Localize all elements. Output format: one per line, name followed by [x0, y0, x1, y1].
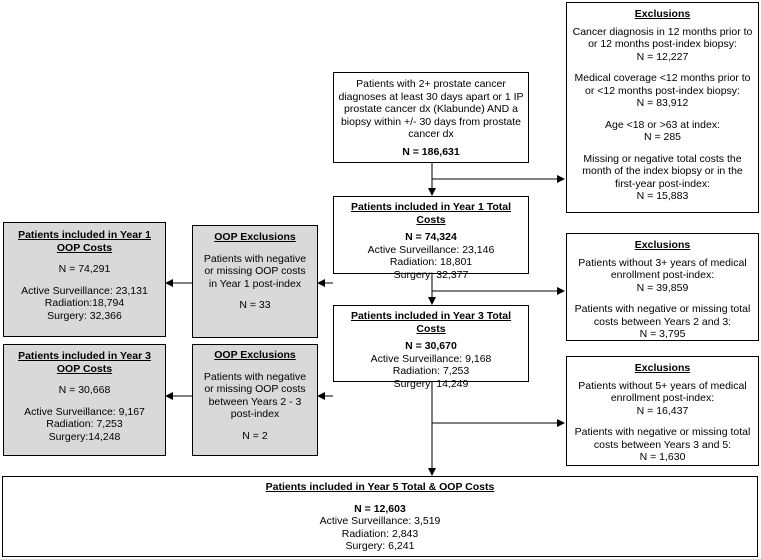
- excl1-item3-line1: Age <18 or >63 at index:: [604, 118, 720, 131]
- excl2-item2-line2: costs between Years 2 and 3:: [593, 315, 732, 328]
- exclusions-2-title: Exclusions: [634, 239, 691, 251]
- excl3-item2-line2: costs between Years 3 and 5:: [593, 438, 732, 451]
- excl2-item1-n: N = 39,859: [636, 281, 689, 294]
- main-line-2: diagnoses at least 30 days apart or 1 IP: [338, 90, 524, 103]
- year1-total-rad: Radiation: 18,801: [389, 256, 473, 268]
- year1-total-surg: Surgery: 32,377: [393, 268, 469, 281]
- year1-total-costs-box: Patients included in Year 1 Total Costs …: [333, 196, 529, 281]
- exclusions-box-3: Exclusions Patients without 5+ years of …: [566, 356, 759, 466]
- oop2-line1: Patients with negative: [203, 370, 307, 383]
- main-cohort-box: Patients with 2+ prostate cancer diagnos…: [333, 72, 529, 163]
- exclusions-box-1: Exclusions Cancer diagnosis in 12 months…: [566, 2, 759, 213]
- excl1-item2-line2: or <12 months post-index biopsy:: [585, 84, 740, 97]
- oop1-line1: Patients with negative: [203, 252, 307, 265]
- year5-n: N = 12,603: [354, 502, 406, 515]
- year3-oop-title-1: Patients included in Year 3: [18, 350, 151, 362]
- oop2-line4: post-index: [230, 408, 280, 420]
- main-n: N = 186,631: [402, 145, 460, 158]
- year3-oop-title-2: OOP Costs: [56, 362, 113, 375]
- year3-total-as: Active Surveillance: 9,168: [370, 352, 492, 365]
- year3-oop-costs-box: Patients included in Year 3 OOP Costs N …: [3, 344, 166, 456]
- year5-rad: Radiation: 2,843: [341, 527, 419, 540]
- excl1-item4-n: N = 15,883: [636, 190, 689, 202]
- year1-oop-surg: Surgery: 32,366: [47, 309, 122, 322]
- oop1-line3: in Year 1 post-index: [208, 277, 302, 290]
- oop1-line2: or missing OOP costs: [204, 265, 306, 277]
- year5-costs-box: Patients included in Year 5 Total & OOP …: [2, 476, 758, 557]
- year1-oop-n: N = 74,291: [58, 263, 111, 275]
- excl1-item2-line1: Medical coverage <12 months prior to: [574, 72, 751, 84]
- excl1-item2-n: N = 83,912: [636, 97, 689, 109]
- excl1-item1-line1: Cancer diagnosis in 12 months prior to: [572, 25, 753, 38]
- oop-exclusions-box-2: OOP Exclusions Patients with negative or…: [192, 344, 318, 456]
- main-line-5: cancer dx: [408, 128, 454, 140]
- year3-total-n: N = 30,670: [405, 340, 457, 352]
- exclusions-3-title: Exclusions: [634, 362, 691, 374]
- year1-total-as: Active Surveillance: 23,146: [367, 243, 495, 256]
- oop2-n: N = 2: [242, 429, 268, 442]
- year5-surg: Surgery: 6,241: [345, 540, 415, 552]
- year3-total-rad: Radiation: 7,253: [392, 365, 470, 377]
- year3-total-title: Patients included in Year 3 Total Costs: [350, 310, 512, 335]
- year3-oop-as: Active Surveillance: 9,167: [24, 405, 145, 418]
- oop-exclusions-box-1: OOP Exclusions Patients with negative or…: [192, 225, 318, 338]
- excl3-item2-line1: Patients with negative or missing total: [574, 426, 751, 438]
- year1-oop-as: Active Surveillance: 23,131: [21, 284, 148, 297]
- excl2-item1-line2: enrollment post-index:: [610, 269, 715, 281]
- oop2-title: OOP Exclusions: [214, 349, 296, 361]
- oop1-n: N = 33: [239, 299, 271, 311]
- oop2-line3: between Years 2 - 3: [208, 395, 302, 408]
- oop2-line2: or missing OOP costs: [204, 383, 306, 395]
- year1-oop-title-1: Patients included in Year 1: [18, 229, 151, 241]
- main-line-3: prostate cancer dx (Klabunde) AND a: [344, 103, 518, 115]
- excl2-item2-line1: Patients with negative or missing total: [574, 303, 751, 315]
- excl1-item1-n: N = 12,227: [636, 50, 689, 63]
- excl2-item2-n: N = 3,795: [639, 328, 686, 340]
- excl3-item1-line1: Patients without 5+ years of medical: [578, 379, 747, 392]
- year3-oop-rad: Radiation: 7,253: [46, 418, 123, 430]
- main-line-4: biopsy within +/- 30 days from prostate: [340, 115, 522, 128]
- year5-as: Active Surveillance: 3,519: [319, 515, 441, 527]
- excl2-item1-line1: Patients without 3+ years of medical: [578, 256, 747, 269]
- year1-oop-costs-box: Patients included in Year 1 OOP Costs N …: [3, 222, 166, 337]
- excl3-item2-n: N = 1,630: [639, 451, 686, 463]
- excl1-item4-line2: month of the index biopsy or in the: [582, 165, 743, 177]
- main-line-1: Patients with 2+ prostate cancer: [356, 78, 506, 90]
- excl3-item1-n: N = 16,437: [636, 404, 689, 417]
- excl1-item3-n: N = 285: [643, 131, 682, 143]
- year1-total-title: Patients included in Year 1 Total Costs: [350, 201, 512, 226]
- year3-oop-n: N = 30,668: [58, 384, 111, 396]
- excl3-item1-line2: enrollment post-index:: [610, 392, 715, 404]
- year1-oop-title-2: OOP Costs: [56, 241, 113, 254]
- exclusions-1-title: Exclusions: [634, 8, 691, 20]
- year3-total-costs-box: Patients included in Year 3 Total Costs …: [333, 305, 529, 390]
- excl1-item1-line2: or 12 months post-index biopsy:: [588, 38, 737, 50]
- year3-total-surg: Surgery: 14,249: [393, 377, 469, 390]
- year3-oop-surg: Surgery:14,248: [48, 430, 121, 443]
- year1-oop-rad: Radiation:18,794: [44, 297, 125, 309]
- excl1-item4-line1: Missing or negative total costs the: [583, 152, 742, 165]
- excl1-item4-line3: first-year post-index:: [614, 177, 711, 190]
- year5-title: Patients included in Year 5 Total & OOP …: [265, 481, 495, 493]
- exclusions-box-2: Exclusions Patients without 3+ years of …: [566, 233, 759, 341]
- year1-total-n: N = 74,324: [405, 231, 457, 243]
- oop1-title: OOP Exclusions: [214, 231, 296, 243]
